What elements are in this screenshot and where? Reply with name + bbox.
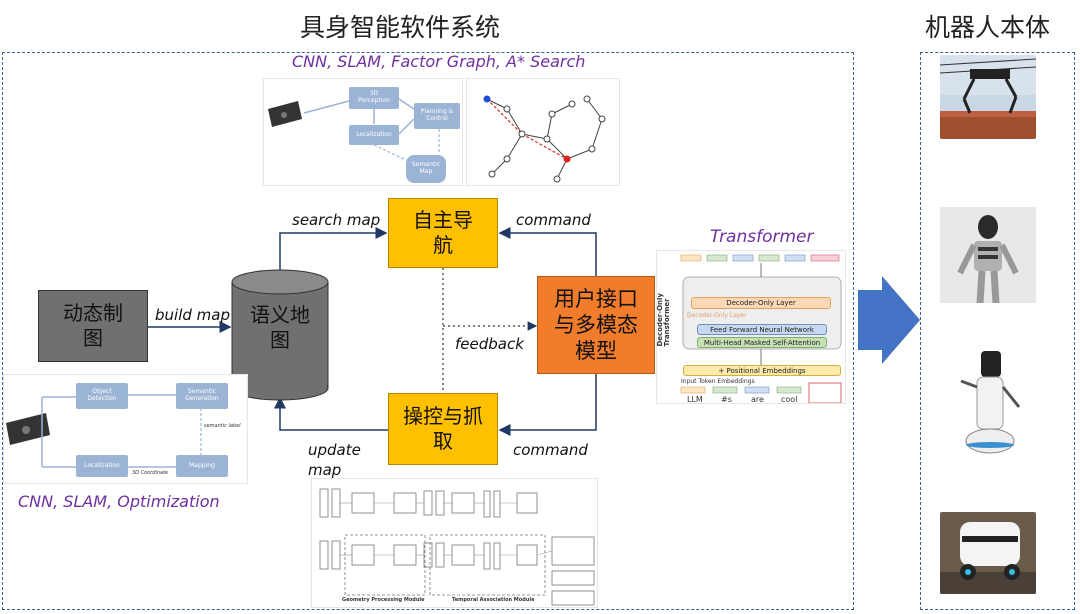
token-are: are bbox=[751, 395, 764, 404]
transformer-thumbnail: Decoder-Only Transformer Decoder-Only La… bbox=[656, 250, 846, 404]
grasp-architecture-thumbnail: Geometry Processing Module Temporal Asso… bbox=[311, 478, 598, 608]
decoder-layer-dashed-label: Decoder-Only Layer bbox=[687, 312, 747, 319]
build-map-label: build map bbox=[155, 306, 230, 324]
mapping-tech-label: CNN, SLAM, Optimization bbox=[18, 492, 220, 511]
localization-mini-box: Localization bbox=[349, 125, 399, 145]
navigation-tech-label: CNN, SLAM, Factor Graph, A* Search bbox=[292, 52, 586, 71]
user-interface-multimodal-node: 用户接口 与多模态 模型 bbox=[537, 276, 655, 374]
semantic-map-mini-box: Semantic Map bbox=[406, 155, 446, 183]
geometry-module-caption: Geometry Processing Module bbox=[342, 597, 425, 603]
command-bottom-label: command bbox=[513, 441, 588, 459]
positional-embeddings-box: + Positional Embeddings bbox=[683, 365, 841, 376]
search-map-arrow bbox=[279, 227, 388, 272]
mapping-mini-box: Mapping bbox=[176, 455, 228, 477]
perception-mini-box: 3D Perception bbox=[349, 87, 399, 109]
token-cool: cool bbox=[781, 395, 798, 404]
semantic-map-node: 语义地 图 bbox=[250, 303, 310, 352]
decoder-layer-box: Decoder-Only Layer bbox=[691, 297, 831, 309]
feed-forward-box: Feed Forward Neural Network bbox=[697, 324, 827, 335]
software-system-frame bbox=[2, 52, 854, 610]
command-bottom-arrow bbox=[498, 374, 597, 436]
semantic-map-cylinder bbox=[231, 269, 329, 401]
input-token-label: Input Token Embeddings bbox=[681, 378, 755, 385]
service-robot-image bbox=[955, 345, 1025, 460]
system-to-robot-arrow bbox=[858, 276, 920, 364]
navigation-pipeline-thumbnail: 3D Perception Localization Planning & Co… bbox=[263, 78, 463, 186]
robot-body-frame bbox=[920, 52, 1075, 610]
semantic-label-text: semantic label bbox=[204, 423, 241, 429]
quadruped-robot-image bbox=[940, 55, 1036, 139]
dynamic-mapping-node: 动态制 图 bbox=[38, 290, 148, 362]
coordinate-text: 3D Coordinate bbox=[132, 470, 169, 476]
semantic-generation-mini-box: Semantic Generation bbox=[176, 383, 228, 409]
planning-mini-box: Planning & Control bbox=[414, 103, 460, 129]
transformer-tech-label: Transformer bbox=[710, 227, 814, 247]
humanoid-robot-image bbox=[940, 207, 1036, 303]
object-detection-mini-box: Object Detection bbox=[76, 383, 128, 409]
factor-graph-thumbnail bbox=[466, 78, 620, 186]
semantic-mapping-thumbnail: Object Detection Semantic Generation Loc… bbox=[3, 374, 248, 484]
search-map-label: search map bbox=[292, 211, 381, 229]
attention-box: Multi-Head Masked Self-Attention bbox=[697, 337, 827, 348]
token-llm: LLM bbox=[687, 395, 703, 404]
output-tokens bbox=[680, 254, 840, 262]
transformer-side-label: Decoder-Only Transformer bbox=[656, 293, 671, 347]
autonomous-navigation-node: 自主导 航 bbox=[388, 198, 498, 268]
localization-mini-box-2: Localization bbox=[76, 455, 128, 477]
token-s: #s bbox=[721, 395, 732, 404]
manipulation-node: 操控与抓 取 bbox=[388, 393, 498, 465]
command-top-label: command bbox=[516, 211, 591, 229]
update-map-label: update map bbox=[308, 441, 361, 480]
system-title: 具身智能软件系统 bbox=[300, 13, 501, 42]
delivery-robot-image bbox=[940, 512, 1036, 594]
update-map-arrow bbox=[274, 396, 388, 431]
command-top-arrow bbox=[498, 227, 597, 276]
temporal-module-caption: Temporal Association Module bbox=[452, 597, 535, 603]
robot-body-title: 机器人本体 bbox=[925, 13, 1051, 42]
feedback-label: feedback bbox=[455, 335, 524, 353]
